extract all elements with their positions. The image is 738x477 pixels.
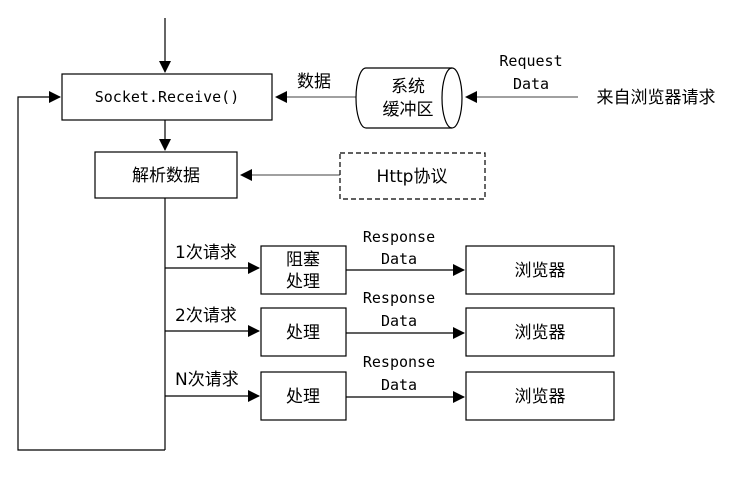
branch-1-process-line1: 阻塞 <box>286 250 320 270</box>
parse-data-node: 解析数据 <box>94 151 238 199</box>
branch-n: N次请求 处理 Response Data 浏览器 <box>165 353 615 421</box>
http-protocol-box <box>339 152 486 200</box>
buffer-label-line2: 缓冲区 <box>383 100 434 120</box>
request-label-line1: Request <box>499 52 562 70</box>
system-buffer-node: 系统 缓冲区 <box>355 67 463 129</box>
branch-1-process-box <box>260 245 347 295</box>
branch-n-browser-box <box>465 371 615 421</box>
branch-2-response-line1: Response <box>363 289 435 307</box>
branch-1-browser-label: 浏览器 <box>515 261 566 281</box>
data-label: 数据 <box>297 72 331 92</box>
http-protocol-label: Http协议 <box>377 167 448 187</box>
branch-2-request-label: 2次请求 <box>175 306 237 326</box>
branch-n-process-box <box>260 371 347 421</box>
branch-n-browser-label: 浏览器 <box>515 387 566 407</box>
branch-1-process-line2: 处理 <box>286 272 320 292</box>
branch-n-response-line1: Response <box>363 353 435 371</box>
branch-2-process-box <box>260 307 347 357</box>
socket-receive-box <box>61 73 273 121</box>
branch-1-browser-box <box>465 245 615 295</box>
branch-2-browser-label: 浏览器 <box>515 323 566 343</box>
socket-receive-label: Socket.Receive() <box>95 88 240 106</box>
socket-receive-node: Socket.Receive() <box>61 73 273 121</box>
branch-1-response-line2: Data <box>381 250 417 268</box>
branch-1: 1次请求 阻塞 处理 Response Data 浏览器 <box>165 228 615 295</box>
buffer-cylinder-rim <box>441 67 453 129</box>
branch-2: 2次请求 处理 Response Data 浏览器 <box>165 289 615 357</box>
http-protocol-node: Http协议 <box>339 152 486 200</box>
parse-data-label: 解析数据 <box>132 166 200 186</box>
request-label-line2: Data <box>513 75 549 93</box>
loop-back-arrow <box>17 91 165 451</box>
branch-n-process-line1: 处理 <box>286 387 320 407</box>
branch-n-request-label: N次请求 <box>175 370 239 390</box>
branch-1-request-label: 1次请求 <box>175 243 237 263</box>
from-browser-label: 来自浏览器请求 <box>597 88 716 108</box>
branch-1-response-line1: Response <box>363 228 435 246</box>
parse-data-box <box>94 151 238 199</box>
branch-2-browser-box <box>465 307 615 357</box>
branch-2-process-line1: 处理 <box>286 323 320 343</box>
branch-2-response-line2: Data <box>381 312 417 330</box>
branch-n-response-line2: Data <box>381 376 417 394</box>
buffer-label-line1: 系统 <box>391 77 425 97</box>
